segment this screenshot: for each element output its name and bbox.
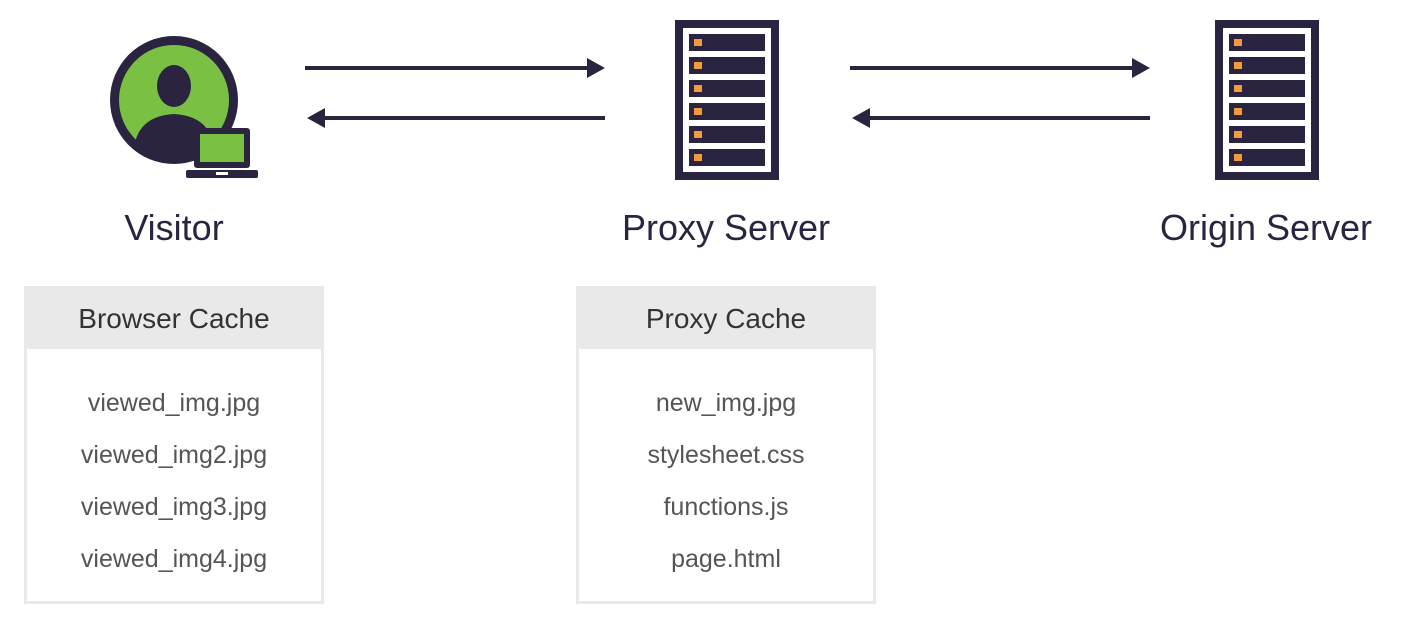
- browser-cache-title: Browser Cache: [27, 289, 321, 349]
- list-item: viewed_img2.jpg: [80, 441, 268, 469]
- user-with-laptop-icon: [110, 36, 258, 178]
- server-rack-icon: [1215, 20, 1319, 180]
- proxy-server-label: Proxy Server: [621, 207, 831, 248]
- list-item: viewed_img3.jpg: [80, 493, 268, 521]
- list-item: stylesheet.css: [647, 441, 805, 469]
- list-item: viewed_img.jpg: [87, 389, 261, 417]
- origin-server-label: Origin Server: [1159, 207, 1373, 248]
- arrow-proxy-to-visitor: [307, 108, 605, 128]
- proxy-cache-title: Proxy Cache: [579, 289, 873, 349]
- list-item: viewed_img4.jpg: [80, 545, 268, 573]
- server-rack-icon: [675, 20, 779, 180]
- list-item: functions.js: [663, 493, 789, 521]
- browser-cache-list: viewed_img.jpg viewed_img2.jpg viewed_im…: [27, 349, 321, 585]
- browser-cache-box: Browser Cache viewed_img.jpg viewed_img2…: [24, 286, 324, 604]
- visitor-label: Visitor: [124, 207, 224, 248]
- arrow-visitor-to-proxy: [305, 58, 605, 78]
- arrow-origin-to-proxy: [852, 108, 1150, 128]
- list-item: page.html: [671, 545, 781, 573]
- proxy-cache-list: new_img.jpg stylesheet.css functions.js …: [579, 349, 873, 585]
- list-item: new_img.jpg: [655, 389, 797, 417]
- proxy-cache-box: Proxy Cache new_img.jpg stylesheet.css f…: [576, 286, 876, 604]
- arrow-proxy-to-origin: [850, 58, 1150, 78]
